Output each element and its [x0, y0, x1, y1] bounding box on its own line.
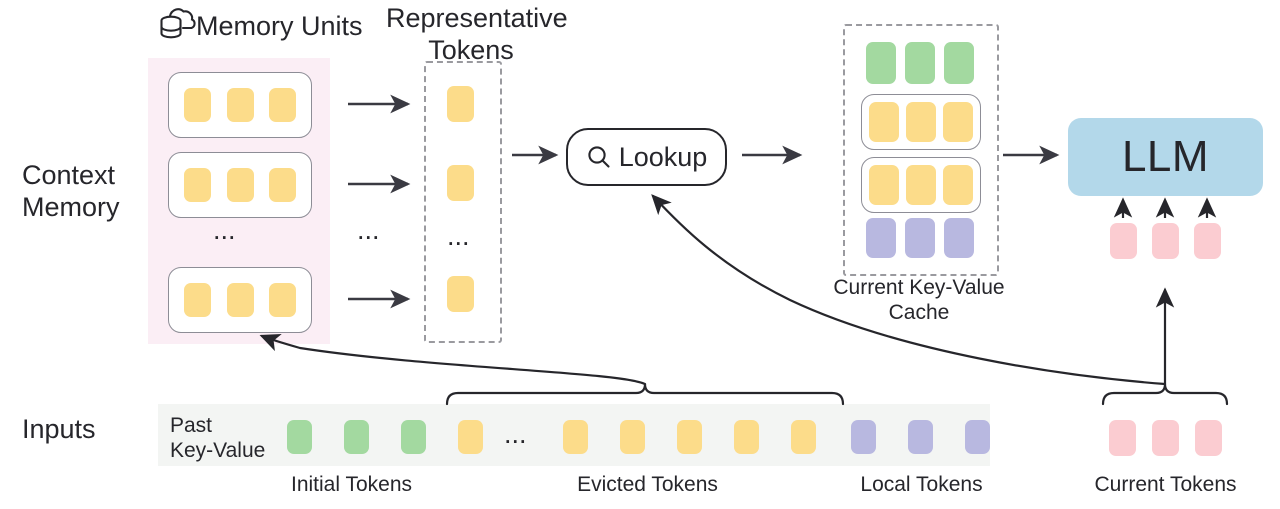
kv-cache-caption: Current Key-Value Cache [833, 276, 1005, 324]
search-icon [586, 144, 612, 170]
group-label-local: Local Tokens [860, 473, 983, 496]
representative-tokens-label: Representative Tokens [386, 3, 568, 65]
input-token-evicted-1 [458, 420, 483, 454]
group-label-evicted: Evicted Tokens [577, 473, 718, 496]
input-token-local-1 [851, 420, 876, 454]
kv-token-green [866, 42, 896, 84]
memory-token [226, 168, 254, 202]
llm-node[interactable]: LLM [1068, 118, 1263, 196]
memory-token [268, 88, 296, 122]
memory-token [226, 88, 254, 122]
kv-cache-row-unit-1 [861, 94, 981, 150]
llm-input-token-1 [1110, 223, 1137, 259]
row-label-context-memory: Context Memory [22, 160, 120, 222]
input-sequence-ellipsis: ... [504, 419, 527, 449]
input-token-evicted-6 [791, 420, 816, 454]
input-token-initial-3 [401, 420, 426, 454]
kv-token-purple [944, 218, 974, 258]
kv-token-yellow [943, 165, 973, 205]
group-label-initial: Initial Tokens [290, 473, 413, 496]
input-token-evicted-2 [563, 420, 588, 454]
kv-token-yellow [869, 102, 899, 142]
kv-token-green [944, 42, 974, 84]
memory-units-ellipsis: ... [213, 215, 236, 245]
representative-token-2 [447, 165, 474, 201]
memory-token [226, 283, 254, 317]
kv-cache-row-unit-2 [861, 157, 981, 213]
kv-token-yellow [943, 102, 973, 142]
representative-tokens-ellipsis: ... [447, 221, 470, 251]
llm-input-token-3 [1194, 223, 1221, 259]
current-token-1 [1109, 420, 1136, 456]
input-token-evicted-5 [734, 420, 759, 454]
current-tokens-brace [1101, 383, 1229, 406]
memory-token [184, 88, 212, 122]
group-label-current: Current Tokens [1094, 473, 1237, 496]
kv-cache-row-local [866, 218, 974, 258]
llm-input-token-2 [1152, 223, 1179, 259]
kv-token-yellow [869, 165, 899, 205]
input-token-evicted-3 [620, 420, 645, 454]
memory-token [184, 168, 212, 202]
kv-token-yellow [906, 102, 936, 142]
unit-arrow-ellipsis: ... [357, 215, 380, 245]
representative-token-1 [447, 86, 474, 122]
lookup-label: Lookup [618, 141, 708, 172]
memory-unit-1[interactable] [168, 72, 312, 138]
memory-unit-3[interactable] [168, 267, 312, 333]
past-key-value-label: Past Key-Value [170, 414, 266, 462]
input-token-initial-2 [344, 420, 369, 454]
current-token-2 [1152, 420, 1179, 456]
memory-units-label: Memory Units [196, 11, 363, 41]
cloud-database-icon [156, 4, 200, 46]
representative-token-3 [447, 276, 474, 312]
kv-token-green [905, 42, 935, 84]
input-token-local-2 [908, 420, 933, 454]
memory-unit-2[interactable] [168, 152, 312, 218]
kv-token-purple [866, 218, 896, 258]
memory-token [268, 168, 296, 202]
input-token-evicted-4 [677, 420, 702, 454]
lookup-node[interactable]: Lookup [566, 128, 727, 186]
current-token-3 [1195, 420, 1222, 456]
kv-token-purple [905, 218, 935, 258]
kv-token-yellow [906, 165, 936, 205]
input-token-local-3 [965, 420, 990, 454]
memory-token [184, 283, 212, 317]
llm-label: LLM [1121, 132, 1210, 181]
kv-cache-row-initial [866, 42, 974, 84]
row-label-inputs: Inputs [22, 414, 96, 444]
memory-token [268, 283, 296, 317]
input-token-initial-1 [287, 420, 312, 454]
evicted-tokens-brace [445, 383, 845, 406]
